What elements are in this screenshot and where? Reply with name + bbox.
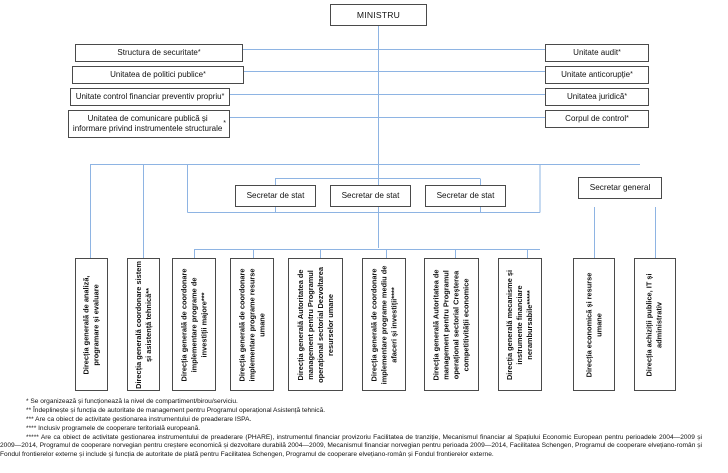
direction-label-2: Direcția generală coordonare sistem și a…: [133, 260, 153, 389]
footnotes: * Se organizează și funcționează la nive…: [0, 398, 726, 460]
direction-box-9[interactable]: Direcția economică și resurse umane: [573, 258, 615, 391]
node-ministru[interactable]: MINISTRU: [330, 4, 427, 26]
node-structura-de-securitate[interactable]: Structura de securitate*: [75, 44, 243, 62]
footnote-5: ***** Are ca obiect de activitate gestio…: [0, 433, 702, 458]
node-label: Unitate control financiar preventiv prop…: [75, 92, 222, 101]
node-secretar-de-stat-1[interactable]: Secretar de stat: [235, 185, 316, 207]
direction-label-7: Direcția generală Autoritatea de managem…: [431, 268, 471, 381]
direction-box-2[interactable]: Direcția generală coordonare sistem și a…: [127, 258, 160, 391]
direction-box-8[interactable]: Direcția generală mecanisme și instrumen…: [498, 258, 542, 391]
node-unitate-control-financiar-preventiv-propriu[interactable]: Unitate control financiar preventiv prop…: [70, 88, 230, 106]
node-corpul-de-control[interactable]: Corpul de control*: [545, 110, 649, 128]
footnote-1: * Se organizează și funcționează la nive…: [26, 398, 238, 405]
direction-box-6[interactable]: Direcția generală de coordonare implemen…: [362, 258, 406, 391]
direction-box-7[interactable]: Direcția generală Autoritatea de managem…: [424, 258, 479, 391]
node-unitate-anticoruptie[interactable]: Unitate anticorupție*: [545, 66, 649, 84]
direction-label-1: Direcția generală de analiză, programare…: [81, 275, 101, 374]
node-label: Structura de securitate: [117, 48, 198, 57]
node-label: Unitatea de comunicare publică și inform…: [72, 114, 223, 133]
node-label: Unitate audit: [573, 48, 619, 57]
direction-label-6: Direcția generală de coordonare implemen…: [369, 265, 398, 384]
node-label: Corpul de control: [565, 114, 627, 123]
node-unitate-audit[interactable]: Unitate audit*: [545, 44, 649, 62]
direction-label-5: Direcția generală Autoritatea de managem…: [295, 266, 335, 383]
node-label: Unitatea de politici publice: [110, 70, 204, 79]
direction-box-1[interactable]: Direcția generală de analiză, programare…: [75, 258, 108, 391]
node-unitatea-de-comunicare-publica[interactable]: Unitatea de comunicare publică și inform…: [68, 110, 230, 138]
node-unitatea-de-politici-publice[interactable]: Unitatea de politici publice*: [72, 66, 244, 84]
node-secretar-general[interactable]: Secretar general: [578, 177, 662, 199]
direction-label-3: Direcția generală de coordonare implemen…: [179, 268, 208, 381]
direction-box-5[interactable]: Direcția generală Autoritatea de managem…: [288, 258, 343, 391]
node-secretar-de-stat-3[interactable]: Secretar de stat: [425, 185, 506, 207]
direction-label-8: Direcția generală mecanisme și instrumen…: [505, 269, 534, 380]
node-unitatea-juridica[interactable]: Unitatea juridică*: [545, 88, 649, 106]
node-secretar-de-stat-2[interactable]: Secretar de stat: [330, 185, 411, 207]
footnote-2: ** Îndeplinește și funcția de autoritate…: [26, 406, 326, 414]
direction-label-9: Direcția economică și resurse umane: [584, 272, 604, 377]
direction-label-4: Direcția generală de coordonare implemen…: [237, 268, 266, 381]
direction-box-4[interactable]: Direcția generală de coordonare implemen…: [230, 258, 274, 391]
node-label: Unitatea juridică: [566, 92, 625, 101]
node-label: Unitate anticorupție: [561, 70, 631, 79]
direction-box-10[interactable]: Direcția achiziții publice, IT și admini…: [634, 258, 676, 391]
direction-label-10: Direcția achiziții publice, IT și admini…: [645, 272, 664, 377]
footnote-3: *** Are ca obiect de activitate gestiona…: [26, 415, 252, 423]
direction-box-3[interactable]: Direcția generală de coordonare implemen…: [172, 258, 216, 391]
footnote-4: **** Inclusiv programele de cooperare te…: [26, 424, 201, 432]
